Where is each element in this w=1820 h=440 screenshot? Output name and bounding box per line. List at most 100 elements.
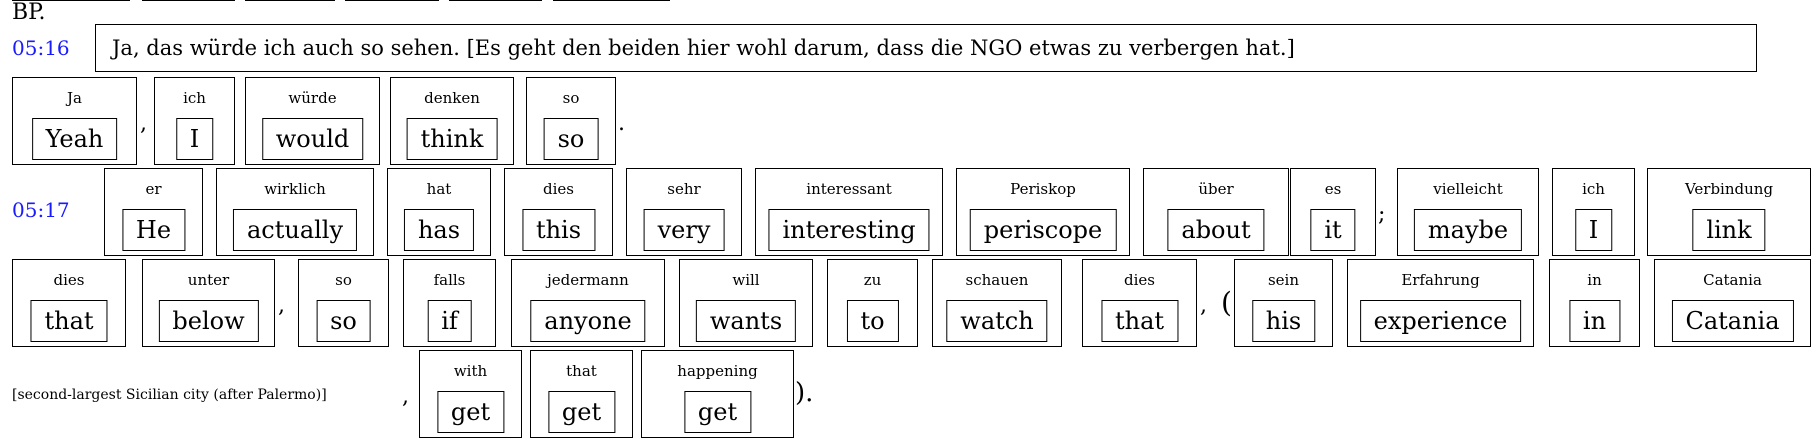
target-word: below [158, 300, 259, 342]
target-word: this [521, 209, 596, 251]
source-word: with [453, 362, 488, 380]
divider-line [345, 0, 439, 2]
target-word: to [846, 300, 899, 342]
punctuation: , [140, 111, 147, 136]
token-box: dies that [12, 259, 126, 347]
target-word: very [643, 209, 725, 251]
source-word: dies [53, 271, 85, 289]
token-box: über about [1143, 168, 1289, 256]
punctuation: ). [795, 378, 814, 408]
divider-line [142, 0, 235, 2]
divider-line [12, 0, 130, 2]
source-word: dies [543, 180, 574, 198]
token-box: hat has [387, 168, 491, 256]
target-word: Yeah [31, 118, 118, 160]
source-word: Periskop [1010, 180, 1076, 198]
source-word: will [732, 271, 760, 289]
source-word: es [1324, 180, 1342, 198]
token-box: Ja Yeah [12, 77, 137, 165]
token-box: würde would [245, 77, 380, 165]
punctuation: , [402, 384, 409, 409]
target-word: so [316, 300, 371, 342]
target-word: that [1100, 300, 1179, 342]
source-word: Catania [1703, 271, 1762, 289]
token-box: er He [104, 168, 203, 256]
token-box: with get [419, 350, 522, 438]
source-word: ich [1582, 180, 1605, 198]
source-word: dies [1124, 271, 1155, 289]
token-box: Periskop periscope [956, 168, 1130, 256]
token-box: sehr very [626, 168, 742, 256]
target-word: get [683, 391, 752, 433]
target-word: I [175, 118, 214, 160]
target-word: watch [946, 300, 1048, 342]
source-sentence: Ja, das würde ich auch so sehen. [Es geh… [95, 24, 1757, 72]
header-label: BP. [12, 0, 46, 25]
target-word: get [547, 391, 616, 433]
target-word: has [403, 209, 475, 251]
target-word: actually [232, 209, 358, 251]
token-box: ich I [1552, 168, 1635, 256]
token-box: Catania Catania [1654, 259, 1811, 347]
source-word: jedermann [547, 271, 629, 289]
token-box: ich I [154, 77, 235, 165]
target-word: if [427, 300, 472, 342]
divider-line [553, 0, 670, 2]
punctuation: ; [1378, 202, 1386, 227]
token-box: in in [1549, 259, 1640, 347]
target-word: He [121, 209, 186, 251]
source-word: sehr [667, 180, 701, 198]
source-word: hat [426, 180, 452, 198]
token-box: vielleicht maybe [1397, 168, 1539, 256]
source-word: Ja [67, 89, 82, 107]
source-word: über [1198, 180, 1234, 198]
source-word: ich [183, 89, 206, 107]
target-word: wants [695, 300, 797, 342]
target-word: anyone [530, 300, 646, 342]
token-box: jedermann anyone [511, 259, 665, 347]
source-word: denken [424, 89, 480, 107]
target-word: periscope [969, 209, 1117, 251]
target-word: so [543, 118, 599, 160]
token-box: interessant interesting [755, 168, 943, 256]
source-word: so [562, 89, 580, 107]
token-box: will wants [679, 259, 813, 347]
source-word: schauen [965, 271, 1029, 289]
token-box: falls if [403, 259, 496, 347]
target-word: I [1574, 209, 1613, 251]
token-box: wirklich actually [216, 168, 374, 256]
source-word: unter [187, 271, 230, 289]
target-word: maybe [1413, 209, 1523, 251]
timestamp-0517: 05:17 [12, 198, 70, 222]
source-word: würde [288, 89, 337, 107]
target-word: about [1167, 209, 1265, 251]
source-word: vielleicht [1433, 180, 1503, 198]
timestamp-0516: 05:16 [12, 36, 70, 60]
token-box: dies that [1082, 259, 1197, 347]
divider-line [245, 0, 335, 2]
token-box: dies this [504, 168, 613, 256]
punctuation: . [618, 111, 625, 136]
token-box: so so [298, 259, 389, 347]
source-word: so [335, 271, 352, 289]
target-word: it [1310, 209, 1356, 251]
token-box: unter below [142, 259, 275, 347]
source-word: happening [677, 362, 758, 380]
source-word: er [145, 180, 162, 198]
punctuation: , [278, 293, 285, 318]
token-box: sein his [1234, 259, 1333, 347]
source-word: sein [1267, 271, 1300, 289]
target-word: link [1692, 209, 1766, 251]
source-word: zu [863, 271, 882, 289]
open-paren: ( [1221, 286, 1232, 319]
target-word: think [406, 118, 498, 160]
token-box: es it [1290, 168, 1376, 256]
target-word: that [30, 300, 108, 342]
target-word: interesting [768, 209, 930, 251]
source-word: that [566, 362, 597, 380]
target-word: his [1251, 300, 1316, 342]
token-box: schauen watch [932, 259, 1062, 347]
source-word: wirklich [264, 180, 326, 198]
target-word: experience [1359, 300, 1522, 342]
divider-line [449, 0, 542, 2]
